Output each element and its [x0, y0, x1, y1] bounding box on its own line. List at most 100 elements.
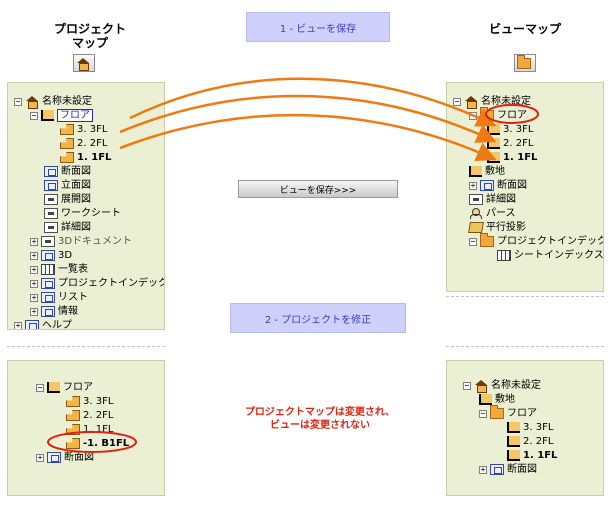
view-map-button[interactable]: [514, 54, 536, 72]
view-after-section-row[interactable]: + 断面図: [479, 463, 537, 476]
project-root-label: 名称未設定: [42, 96, 92, 107]
after-floor-row[interactable]: 3. 3FL: [66, 395, 113, 408]
3d-icon: [41, 250, 55, 261]
collapse-icon[interactable]: −: [463, 380, 471, 390]
project-item-row[interactable]: + 情報: [30, 305, 78, 318]
view-item-label: パース: [486, 208, 516, 219]
floor-icon: [66, 396, 80, 407]
collapse-icon[interactable]: −: [30, 110, 38, 120]
floor-group-icon: [41, 110, 54, 121]
floor-group-icon: [47, 382, 60, 393]
view-item-row[interactable]: + 断面図: [469, 179, 527, 192]
view-after-root-row[interactable]: − 名称未設定: [463, 379, 541, 393]
view-item-label: 詳細図: [486, 194, 516, 205]
project-item-row[interactable]: 断面図: [44, 165, 91, 178]
project-item-row[interactable]: + プロジェクトインデックス: [30, 277, 164, 290]
view-item-row[interactable]: 敷地: [469, 165, 505, 178]
change-note-line1: プロジェクトマップは変更され、: [244, 407, 396, 418]
after-section-row[interactable]: + 断面図: [36, 451, 94, 464]
view-after-floor-row[interactable]: 3. 3FL: [507, 421, 553, 434]
project-floor-row[interactable]: 1. 1FL: [60, 151, 111, 164]
view-floor-row[interactable]: 3. 3FL: [487, 123, 533, 136]
view-after-floor-row[interactable]: 1. 1FL: [507, 449, 557, 462]
view-map-heading: ビューマップ: [488, 22, 561, 36]
project-floor-row[interactable]: 3. 3FL: [60, 123, 107, 136]
project-item-row[interactable]: + 一覧表: [30, 263, 88, 276]
floor-icon: [66, 438, 80, 449]
collapse-icon[interactable]: −: [479, 408, 487, 418]
expand-icon[interactable]: +: [30, 306, 38, 316]
project-item-row[interactable]: ワークシート: [44, 207, 121, 220]
view-after-floor-row[interactable]: 2. 2FL: [507, 435, 553, 448]
after-floor-row[interactable]: 1. 1FL: [66, 423, 113, 436]
site-icon: [469, 166, 482, 177]
project-item-row[interactable]: + 3D: [30, 249, 72, 262]
list-icon: [41, 292, 55, 303]
view-item-row[interactable]: − プロジェクトインデックス: [469, 233, 603, 248]
expand-icon[interactable]: +: [469, 180, 477, 190]
project-item-label: ワークシート: [61, 208, 121, 219]
project-item-row[interactable]: 立面図: [44, 179, 91, 192]
arrow-floor-3: [129, 77, 497, 127]
expand-icon[interactable]: +: [14, 320, 22, 330]
expand-icon[interactable]: +: [30, 250, 38, 260]
house-icon: [76, 57, 90, 71]
expand-icon[interactable]: +: [30, 264, 38, 274]
view-after-floor-group-label: フロア: [507, 408, 537, 419]
collapse-icon[interactable]: −: [36, 382, 44, 392]
project-floor-group-row[interactable]: − フロア: [30, 109, 93, 122]
collapse-icon[interactable]: −: [469, 236, 477, 246]
project-item-row[interactable]: + 3Dドキュメント: [30, 235, 132, 248]
project-help-row[interactable]: + ヘルプ: [14, 319, 72, 330]
project-item-row[interactable]: 展開図: [44, 193, 91, 206]
view-item-row[interactable]: 詳細図: [469, 193, 516, 206]
collapse-icon[interactable]: −: [14, 96, 22, 106]
view-item-row[interactable]: 平行投影: [468, 221, 526, 234]
view-item-row[interactable]: パース: [469, 207, 516, 220]
view-root-label: 名称未設定: [481, 96, 531, 107]
interior-elevation-icon: [44, 194, 58, 205]
expand-icon[interactable]: +: [30, 292, 38, 302]
view-root-row[interactable]: − 名称未設定: [453, 95, 531, 109]
3d-document-icon: [41, 236, 55, 247]
floor-icon: [487, 152, 500, 163]
project-item-row[interactable]: 詳細図: [44, 221, 91, 234]
after-floor-label: 2. 2FL: [83, 410, 114, 421]
save-view-button[interactable]: ビューを保存>>>: [238, 180, 398, 198]
after-section-label: 断面図: [64, 452, 94, 463]
expand-icon[interactable]: +: [36, 452, 44, 462]
project-item-row[interactable]: + リスト: [30, 291, 88, 304]
view-floor-group-row[interactable]: − フロア: [469, 107, 527, 122]
right-panel-break-top: [446, 296, 604, 297]
collapse-icon[interactable]: −: [469, 110, 477, 120]
view-after-site-row[interactable]: 敷地: [479, 393, 515, 406]
view-floor-label: 2. 2FL: [503, 138, 534, 149]
after-floor-row[interactable]: 2. 2FL: [66, 409, 113, 422]
folder-icon: [480, 107, 494, 121]
floor-icon: [487, 124, 500, 135]
after-floor-label: -1. B1FL: [83, 438, 130, 449]
expand-icon[interactable]: +: [30, 278, 38, 288]
view-after-site-label: 敷地: [495, 394, 515, 405]
step1-label: 1 - ビューを保存: [246, 12, 390, 42]
floor-icon: [507, 436, 520, 447]
view-floor-row[interactable]: 1. 1FL: [487, 151, 537, 164]
collapse-icon[interactable]: −: [453, 96, 461, 106]
view-item-label: 平行投影: [486, 222, 526, 233]
project-floor-row[interactable]: 2. 2FL: [60, 137, 107, 150]
change-note-line2: ビューは変更されない: [270, 420, 370, 431]
after-floor-label: 3. 3FL: [83, 396, 114, 407]
expand-icon[interactable]: +: [30, 236, 38, 246]
view-after-floor-group-row[interactable]: − フロア: [479, 405, 537, 420]
expand-icon[interactable]: +: [479, 464, 487, 474]
project-map-panel: − 名称未設定 − フロア 3. 3FL 2. 2FL 1. 1FL 断面図 立…: [7, 82, 165, 330]
after-floor-row-new[interactable]: -1. B1FL: [66, 437, 129, 450]
after-floor-group-row[interactable]: − フロア: [36, 381, 93, 394]
left-panel-break: [7, 346, 165, 347]
project-map-button[interactable]: [73, 54, 95, 72]
view-item-row[interactable]: シートインデックス: [497, 249, 603, 262]
schedule-icon: [41, 264, 55, 275]
project-root-row[interactable]: − 名称未設定: [14, 95, 92, 109]
view-floor-row[interactable]: 2. 2FL: [487, 137, 533, 150]
project-item-label: 一覧表: [58, 264, 88, 275]
